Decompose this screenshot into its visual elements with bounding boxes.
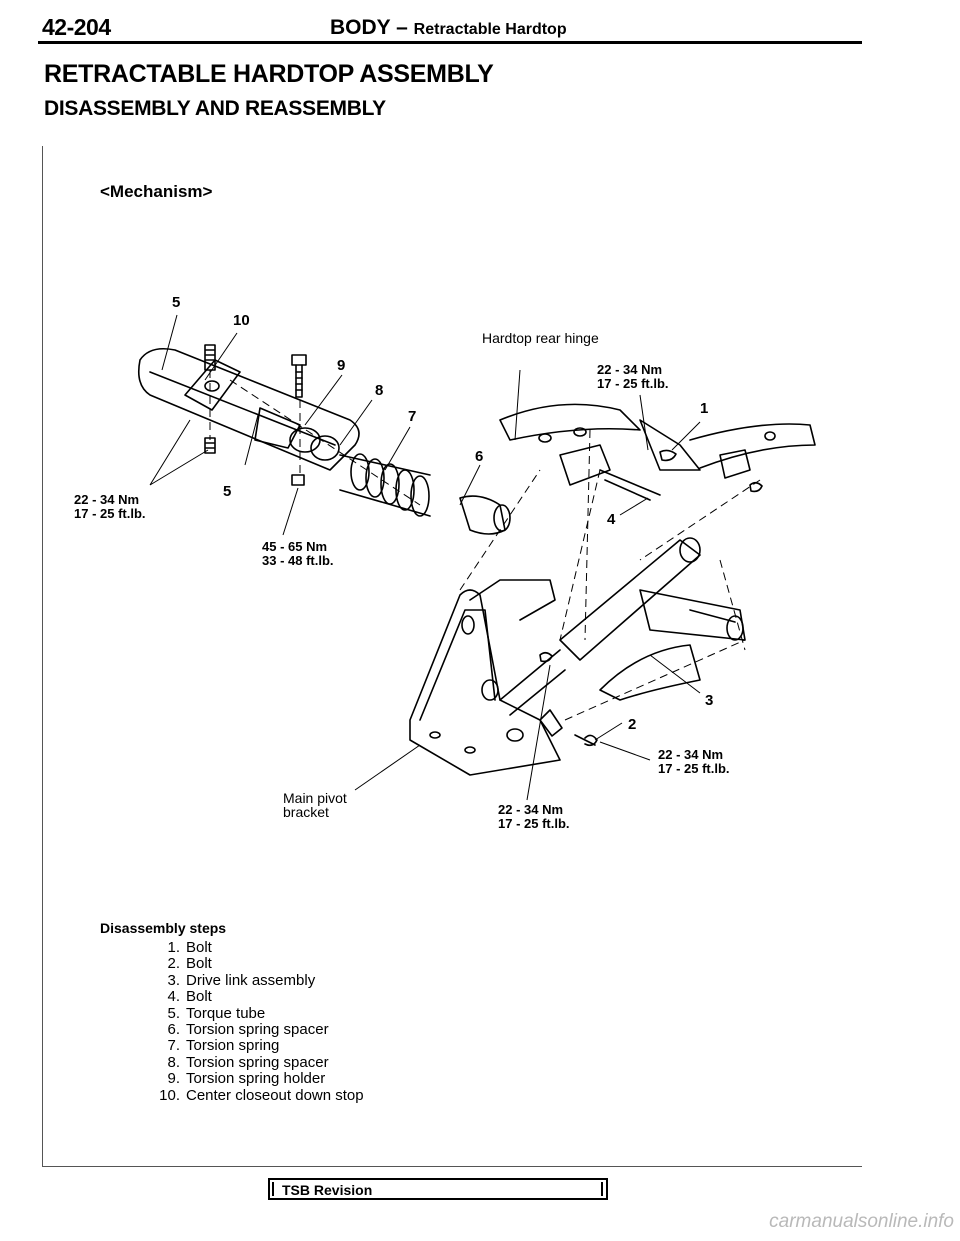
- torque-spec-right: 22 - 34 Nm 17 - 25 ft.lb.: [658, 748, 730, 776]
- step-text: Torsion spring spacer: [186, 1021, 329, 1039]
- list-item: 5. Torque tube: [148, 1004, 364, 1022]
- torque-tube: [137, 347, 360, 471]
- step-text: Torque tube: [186, 1004, 266, 1022]
- callout-5-bottom: 5: [223, 483, 232, 500]
- list-item: 2. Bolt: [148, 955, 364, 973]
- section-name: BODY: [330, 16, 391, 39]
- frame-left-border: [42, 146, 43, 1166]
- step-number: 3.: [167, 971, 180, 989]
- list-item: 6. Torsion spring spacer: [148, 1021, 364, 1039]
- list-item: 10. Center closeout down stop: [148, 1086, 364, 1104]
- disassembly-steps-list: 1. Bolt 2. Bolt 3. Drive link assembly 4. Bo…: [148, 939, 364, 1104]
- callout-10: 10: [233, 312, 250, 329]
- mechanism-exploded-diagram: [137, 314, 816, 801]
- list-item: 3. Drive link assembly: [148, 971, 364, 989]
- step-number: 7.: [167, 1037, 180, 1055]
- label-hardtop-rear-hinge: Hardtop rear hinge: [482, 330, 599, 346]
- hardtop-rear-hinge: [499, 403, 816, 501]
- tsb-right-bar: [601, 1182, 603, 1196]
- step-number: 5.: [167, 1004, 180, 1022]
- drive-link-assembly: [559, 537, 746, 701]
- torque-ftlb: 17 - 25 ft.lb.: [74, 506, 146, 521]
- header-rule: [38, 41, 862, 44]
- main-pivot-bracket: [409, 579, 566, 776]
- step-text: Drive link assembly: [186, 971, 316, 989]
- tsb-left-bar: [272, 1182, 274, 1196]
- step-text: Torsion spring spacer: [186, 1053, 329, 1071]
- tsb-revision-label: TSB Revision: [282, 1182, 373, 1198]
- disassembly-steps-title: Disassembly steps: [100, 920, 227, 936]
- step-number: 10.: [159, 1086, 180, 1104]
- torque-spec-center: 45 - 65 Nm 33 - 48 ft.lb.: [262, 540, 334, 568]
- torque-ftlb: 17 - 25 ft.lb.: [658, 761, 730, 776]
- torque-nm: 22 - 34 Nm: [597, 362, 663, 377]
- subsection-name: Retractable Hardtop: [413, 21, 567, 38]
- callout-9: 9: [337, 357, 346, 374]
- torque-nm: 45 - 65 Nm: [262, 539, 328, 554]
- step-number: 8.: [167, 1053, 180, 1071]
- figure-caption: <Mechanism>: [100, 182, 213, 201]
- torque-spec-left: 22 - 34 Nm 17 - 25 ft.lb.: [74, 493, 146, 521]
- torque-nm: 22 - 34 Nm: [658, 747, 724, 762]
- torque-ftlb: 17 - 25 ft.lb.: [498, 816, 570, 831]
- page-number: 42-204: [42, 14, 111, 40]
- step-text: Bolt: [186, 955, 212, 973]
- list-item: 7. Torsion spring: [148, 1037, 364, 1055]
- callout-1: 1: [700, 400, 709, 417]
- label-main-pivot: Main pivot: [283, 790, 347, 806]
- step-number: 9.: [167, 1070, 180, 1088]
- list-item: 8. Torsion spring spacer: [148, 1053, 364, 1071]
- torque-ftlb: 33 - 48 ft.lb.: [262, 553, 334, 568]
- torque-spec-hinge: 22 - 34 Nm 17 - 25 ft.lb.: [597, 363, 669, 391]
- tsb-revision-box: TSB Revision: [268, 1178, 608, 1200]
- callout-3: 3: [705, 692, 714, 709]
- center-bolt: [291, 354, 307, 486]
- step-text: Bolt: [186, 939, 212, 956]
- callout-4: 4: [607, 511, 616, 528]
- watermark: carmanualsonline.info: [769, 1211, 954, 1232]
- list-item: 1. Bolt: [148, 939, 364, 956]
- page-subtitle: DISASSEMBLY AND REASSEMBLY: [44, 97, 386, 120]
- section-separator: –: [396, 16, 408, 39]
- section-heading: BODY – Retractable Hardtop: [330, 16, 567, 40]
- torque-ftlb: 17 - 25 ft.lb.: [597, 376, 669, 391]
- torsion-spring: [339, 453, 431, 517]
- torque-spec-bottom: 22 - 34 Nm 17 - 25 ft.lb.: [498, 803, 570, 831]
- step-number: 1.: [167, 939, 180, 956]
- step-text: Torsion spring holder: [186, 1070, 326, 1088]
- step-text: Torsion spring: [186, 1037, 280, 1055]
- label-main-pivot-bracket: bracket: [283, 804, 329, 820]
- list-item: 4. Bolt: [148, 988, 364, 1006]
- step-number: 4.: [167, 988, 180, 1006]
- callout-5-top: 5: [172, 294, 181, 311]
- step-text: Bolt: [186, 988, 212, 1006]
- callout-8: 8: [375, 382, 384, 399]
- dashed-guide-lines: [209, 370, 761, 721]
- step-number: 6.: [167, 1021, 180, 1039]
- list-item: 9. Torsion spring holder: [148, 1070, 364, 1088]
- step-number: 2.: [167, 955, 180, 973]
- left-bolts: [204, 344, 216, 454]
- callout-6: 6: [475, 448, 484, 465]
- step-text: Center closeout down stop: [186, 1086, 364, 1104]
- callout-7: 7: [408, 408, 417, 425]
- torque-nm: 22 - 34 Nm: [74, 492, 140, 507]
- torque-nm: 22 - 34 Nm: [498, 802, 564, 817]
- page-title: RETRACTABLE HARDTOP ASSEMBLY: [44, 60, 494, 88]
- callout-2: 2: [628, 716, 637, 733]
- frame-bottom-border: [42, 1166, 862, 1167]
